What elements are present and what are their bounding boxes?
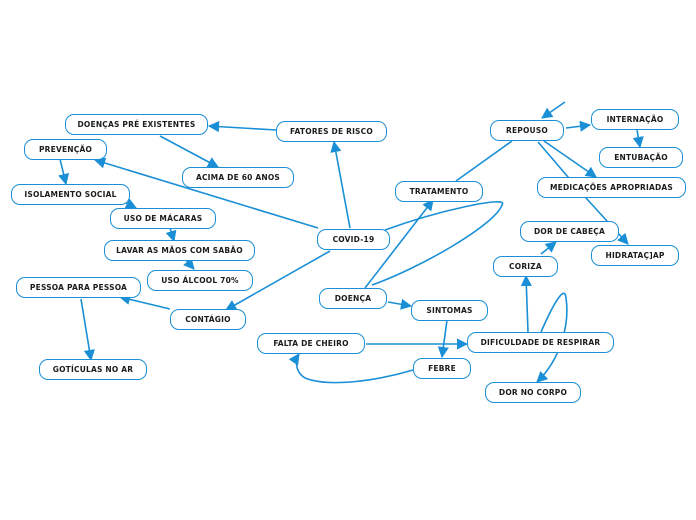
node-doencas-pre-existentes[interactable]: DOENÇAS PRÉ EXISTENTES	[65, 114, 208, 135]
node-dor-no-corpo[interactable]: DOR NO CORPO	[485, 382, 581, 403]
edge-tratamento-repouso	[455, 140, 513, 182]
node-doenca[interactable]: DOENÇA	[319, 288, 387, 309]
edge-covid-tratamento-loop	[371, 201, 504, 286]
node-tratamento[interactable]: TRATAMENTO	[395, 181, 483, 202]
edge-contagio-pessoa	[118, 293, 171, 310]
edge-doencas-acima60	[159, 135, 219, 168]
edge-pessoa-goticulas	[80, 298, 95, 362]
edge-febre-falta-loop	[288, 353, 414, 384]
edge-fatores-doencas	[207, 121, 277, 133]
edge-internacao-entubacao	[632, 129, 644, 149]
node-repouso[interactable]: REPOUSO	[490, 120, 564, 141]
node-lavar-as-maos[interactable]: LAVAR AS MÃOS COM SABÃO	[104, 240, 255, 261]
node-febre[interactable]: FEBRE	[413, 358, 471, 379]
node-dor-de-cabeca[interactable]: DOR DE CABEÇA	[520, 221, 619, 242]
edge-repouso-top	[541, 101, 566, 119]
edge-coriza-dorcabeca	[540, 241, 557, 255]
node-fatores-de-risco[interactable]: FATORES DE RISCO	[276, 121, 387, 142]
node-uso-de-macaras[interactable]: USO DE MÁCARAS	[110, 208, 216, 229]
edge-doenca-sintomas	[387, 298, 413, 310]
node-isolamento-social[interactable]: ISOLAMENTO SOCIAL	[11, 184, 130, 205]
node-uso-alcool[interactable]: USO ÁLCOOL 70%	[147, 270, 253, 291]
node-falta-de-cheiro[interactable]: FALTA DE CHEIRO	[257, 333, 365, 354]
node-contagio[interactable]: CONTÁGIO	[170, 309, 246, 330]
node-goticulas-no-ar[interactable]: GOTÍCULAS NO AR	[39, 359, 147, 380]
node-covid-19[interactable]: COVID-19	[317, 229, 390, 250]
edge-doenca-tratamento	[364, 199, 434, 289]
edge-repouso-medicacoes	[543, 140, 597, 178]
node-sintomas[interactable]: SINTOMAS	[411, 300, 488, 321]
node-medicacoes-apropriadas[interactable]: MEDICAÇÕES APROPRIADAS	[537, 177, 686, 198]
edge-prevencao-isolamento	[58, 158, 70, 186]
node-pessoa-para-pessoa[interactable]: PESSOA PARA PESSOA	[16, 277, 141, 298]
edge-dificuldade-coriza	[520, 274, 532, 333]
node-entubacao[interactable]: ENTUBAÇÃO	[599, 147, 683, 168]
node-prevencao[interactable]: PREVENÇÃO	[24, 139, 107, 160]
node-internacao[interactable]: INTERNAÇÃO	[591, 109, 679, 130]
edge-covid-prevencao	[93, 157, 319, 229]
edge-repouso-internacao	[565, 120, 592, 132]
edge-macaras-lavar	[165, 227, 177, 243]
edge-covid-fatores	[330, 140, 351, 229]
node-hidratacao[interactable]: HIDRATAÇ]AP	[591, 245, 679, 266]
node-coriza[interactable]: CORIZA	[493, 256, 558, 277]
edge-dificuldade-dorcorpo-loop	[536, 292, 568, 383]
node-dificuldade-de-respirar[interactable]: DIFICULDADE DE RESPIRAR	[467, 332, 614, 353]
edge-lavar-alcool	[183, 257, 195, 270]
edge-covid-contagio	[225, 250, 331, 311]
node-acima-de-60-anos[interactable]: ACIMA DE 60 ANOS	[182, 167, 294, 188]
edge-sintomas-febre	[437, 319, 449, 359]
